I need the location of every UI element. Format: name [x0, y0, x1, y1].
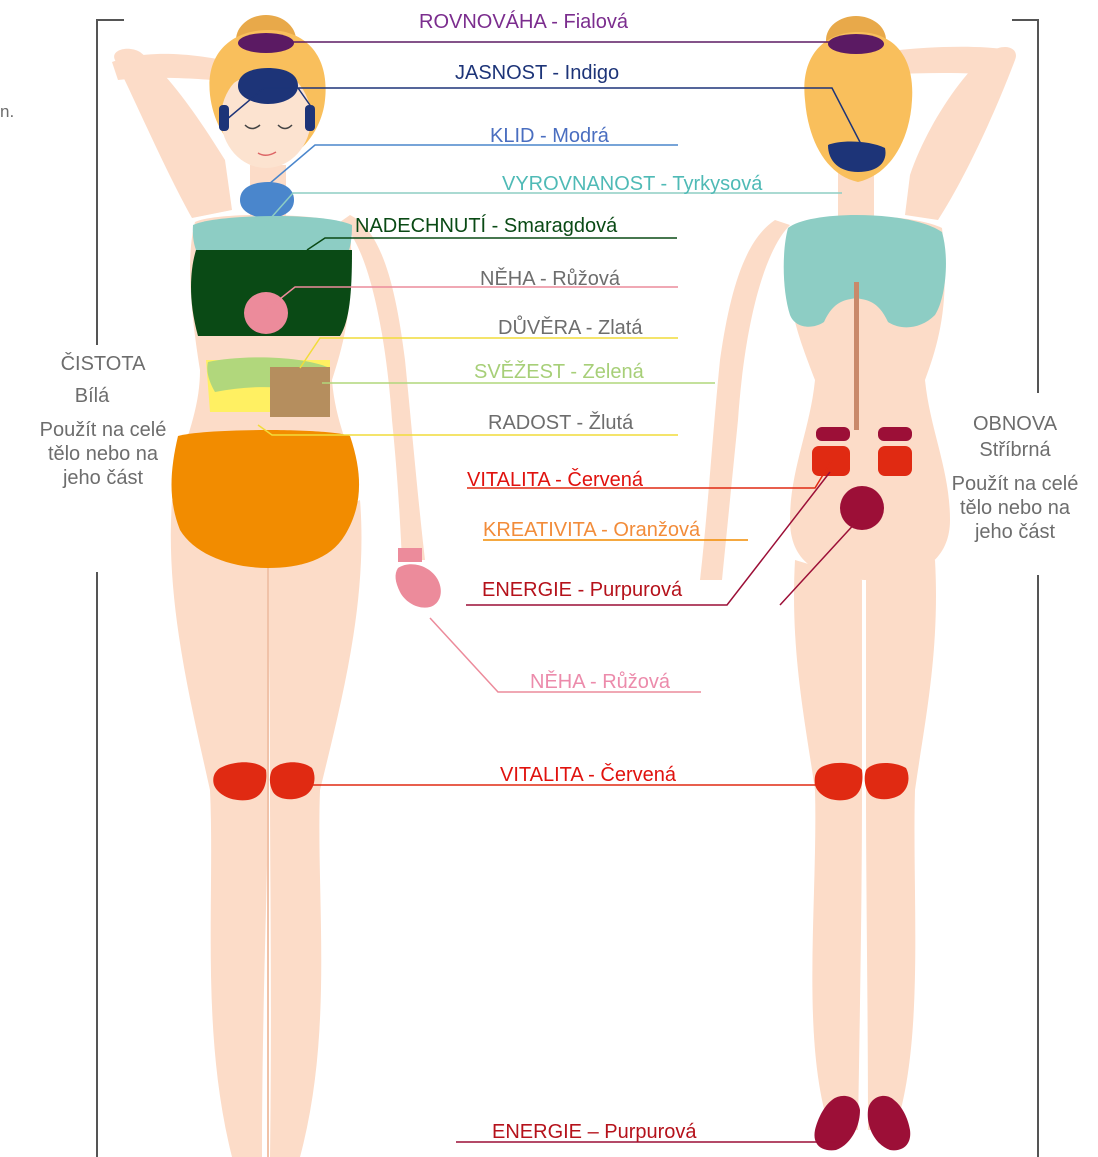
left-bracket — [97, 20, 124, 1157]
label-radost: RADOST - Žlutá — [488, 411, 633, 435]
label-neha-hand: NĚHA - Růžová — [530, 670, 670, 694]
front-belly-gold-zone — [270, 367, 330, 417]
label-energie: ENERGIE - Purpurová — [482, 578, 682, 602]
front-hand-pink-zone — [396, 564, 441, 607]
left-side-note: ČISTOTA Bílá Použít na celé tělo nebo na… — [28, 352, 178, 490]
back-lower-right-red-zone — [878, 446, 912, 476]
front-pelvis-orange-zone — [172, 430, 360, 568]
label-klid: KLID - Modrá — [490, 124, 609, 148]
front-wrist-pink-zone — [398, 548, 422, 562]
back-spine-zone — [854, 282, 859, 430]
front-forehead-indigo-zone — [238, 68, 298, 104]
left-side-note-line: tělo nebo na — [28, 442, 178, 466]
left-side-note-line: jeho část — [28, 466, 178, 490]
label-svezest: SVĚŽEST - Zelená — [474, 360, 644, 384]
left-side-subtitle: Bílá — [6, 384, 178, 408]
right-side-subtitle: Stříbrná — [940, 438, 1090, 462]
corner-fragment-text: n. — [0, 100, 14, 124]
back-foot-right-purple-zone — [868, 1096, 911, 1150]
back-kidney-right-purple-zone — [878, 427, 912, 441]
front-crown-violet-zone — [238, 33, 294, 53]
back-kidney-left-purple-zone — [816, 427, 850, 441]
label-jasnost: JASNOST - Indigo — [455, 61, 619, 85]
right-side-note-line: jeho část — [940, 520, 1090, 544]
label-vitalita-knee: VITALITA - Červená — [500, 763, 676, 787]
label-vitalita: VITALITA - Červená — [467, 468, 643, 492]
right-bracket — [1012, 20, 1038, 1157]
label-kreativita: KREATIVITA - Oranžová — [483, 518, 700, 542]
label-energie-feet: ENERGIE – Purpurová — [492, 1120, 697, 1144]
label-rovnovaha: ROVNOVÁHA - Fialová — [419, 10, 628, 34]
back-sacrum-purple-zone — [840, 486, 884, 530]
label-nadechnuti: NADECHNUTÍ - Smaragdová — [355, 214, 617, 238]
left-side-title: ČISTOTA — [28, 352, 178, 376]
right-side-note-line: Použít na celé — [940, 472, 1090, 496]
right-side-note-line: tělo nebo na — [940, 496, 1090, 520]
label-vyrovnanost: VYROVNANOST - Tyrkysová — [502, 172, 762, 196]
right-side-title: OBNOVA — [940, 412, 1090, 436]
back-crown-violet-zone — [828, 34, 884, 54]
label-neha: NĚHA - Růžová — [480, 267, 620, 291]
left-side-note-line: Použít na celé — [28, 418, 178, 442]
label-duvera: DŮVĚRA - Zlatá — [498, 316, 642, 340]
front-ear-right-indigo-zone — [305, 105, 315, 131]
right-side-note: OBNOVA Stříbrná Použít na celé tělo nebo… — [940, 412, 1090, 544]
